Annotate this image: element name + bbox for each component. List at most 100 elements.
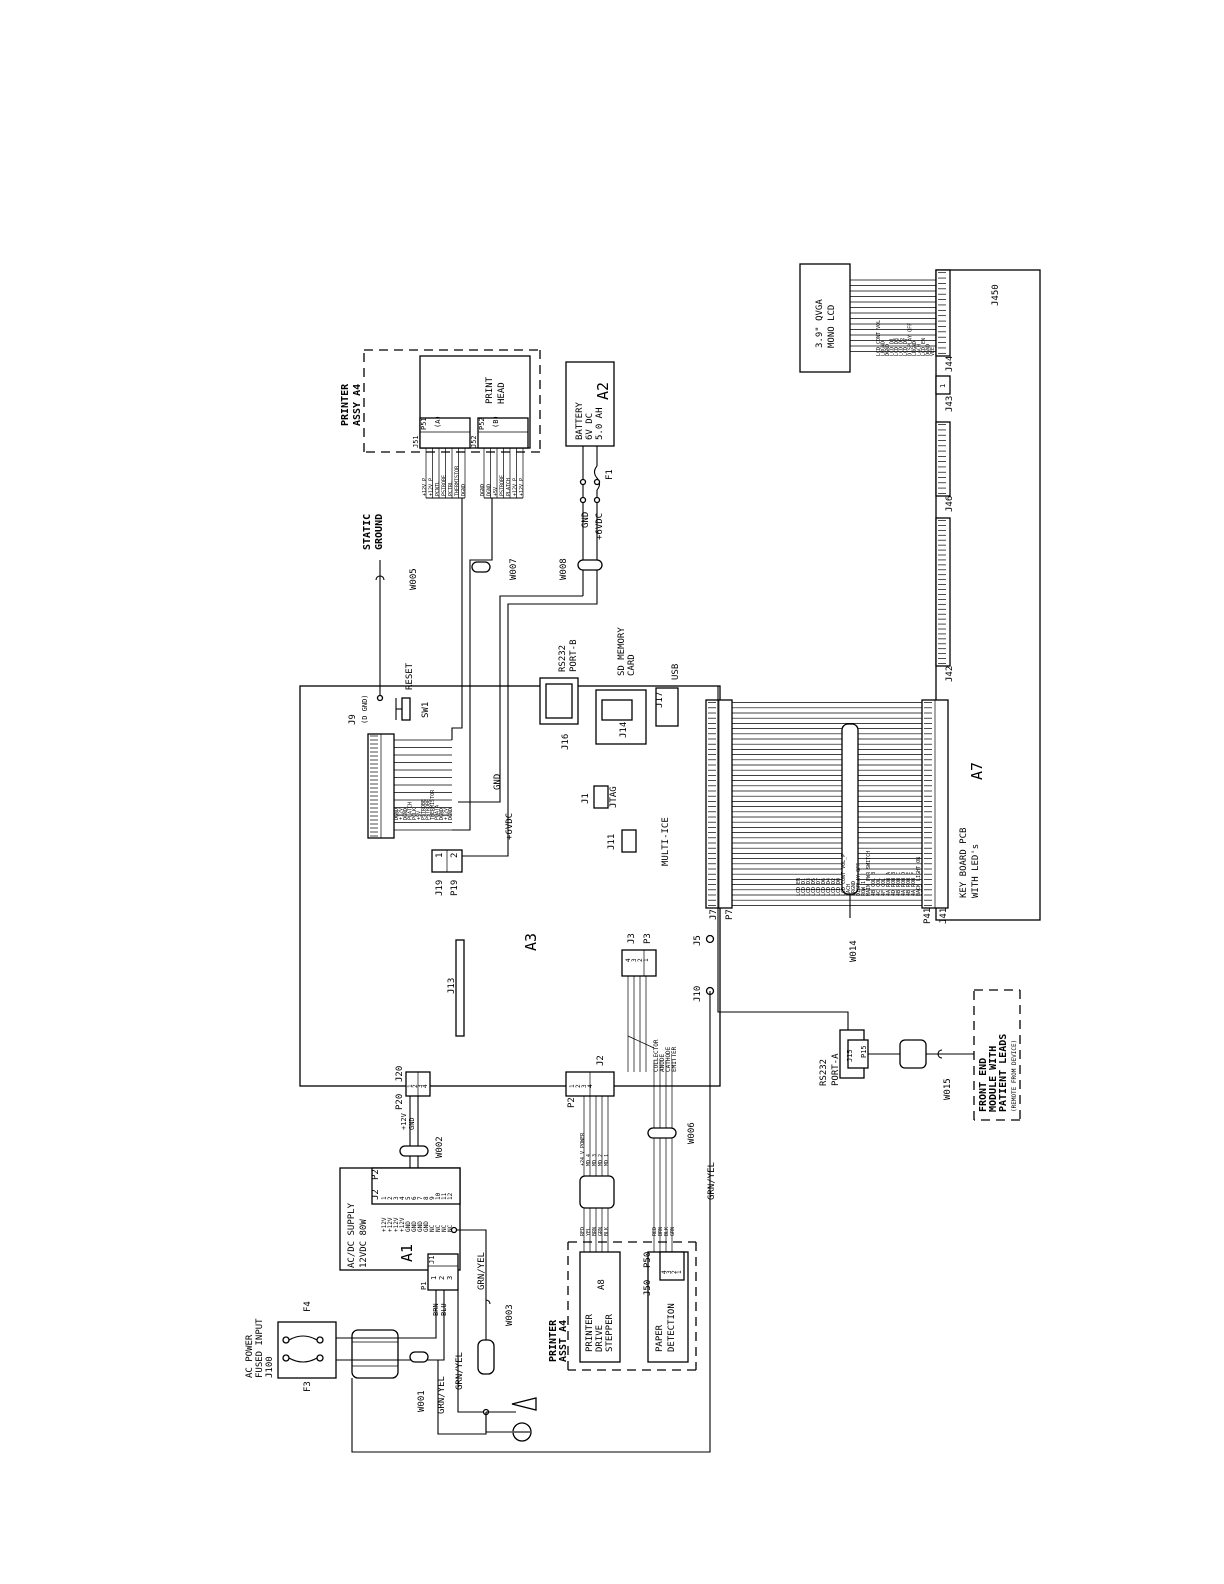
grn-yel-bottom-label: GRN/YEL (707, 1162, 717, 1200)
j9-signal-label: DGND (394, 808, 400, 820)
static-ground-w005: STATIC GROUND W005 W007 (362, 514, 519, 702)
front-end-label-4: (REMOTE FROM DEVICE) (1011, 1040, 1018, 1112)
p15-label: P15 (860, 1045, 868, 1058)
ac-power-label-1: AC POWER (245, 1334, 255, 1378)
a1-subtitle: 12VDC 80W (359, 1219, 369, 1268)
static-ground-label-2: GROUND (374, 514, 385, 550)
printer-assy-bottom-label-1: PRINTER (548, 1319, 559, 1362)
j7-pin-marks (708, 702, 716, 906)
brn-label: BRN (432, 1303, 440, 1316)
w015-label: W015 (943, 1078, 953, 1100)
w003-label: W003 (505, 1304, 515, 1326)
j42-header: J42 (935, 517, 955, 682)
j51-label: J51 (412, 435, 420, 448)
battery-label-2: 6V DC (585, 413, 595, 440)
p3-pin-number: 4 (625, 958, 632, 962)
printer-assy-top-label-1: PRINTER (340, 383, 351, 426)
lcd-signal-label: LCD EN (921, 338, 927, 356)
a1-pin-number: 11 (441, 1192, 448, 1200)
j46-header: J46 (935, 421, 955, 512)
collector-label: COLLECTOR (653, 1039, 660, 1072)
j9-dgnd-label: (D GND) (361, 694, 369, 724)
multi-ice-label: MULTI-ICE (661, 817, 671, 866)
keyboard-signal-label: 4F COL (881, 878, 887, 896)
w005-label: W005 (409, 568, 419, 590)
p50-pin-number: 3 (666, 1270, 673, 1274)
lcd-signal-label: LCD D7 (903, 338, 909, 356)
j9-label: J9 (348, 714, 358, 725)
stepper-signal-label: MD 3 (592, 1154, 598, 1166)
p52-side-label: (B) (492, 415, 500, 428)
keyboard-signal-label: LACH (846, 884, 852, 896)
a1-p1-pin-number: 2 (438, 1276, 446, 1280)
board-a3 (299, 685, 721, 1087)
f1-label: F1 (605, 469, 615, 480)
a1-pin-label: +12V (381, 1217, 388, 1232)
ac-power-label-3: J100 (265, 1356, 275, 1378)
a2-label: A2 (594, 382, 612, 400)
j9-signal-label: PSTROBE (421, 799, 427, 820)
keyboard-signal-label: LCD CONT VOL_P (841, 854, 847, 896)
a1-label: A1 (398, 1244, 416, 1262)
stepper-signal-label: MD 4 (586, 1154, 592, 1166)
stepper-color-label: BLK (604, 1227, 610, 1236)
board-a7 (935, 269, 1041, 921)
lcd-signal-label: DGND (885, 344, 891, 356)
j5-label: J5 (693, 935, 703, 946)
w002-12v-label: +12V (400, 1112, 408, 1130)
battery-label-1: BATTERY (575, 401, 585, 440)
a1-pin-number: 1 (381, 1196, 388, 1200)
w014-label: W014 (849, 940, 859, 962)
j46-label: J46 (945, 496, 955, 512)
anode-label: ANODE (659, 1054, 666, 1072)
a1-pin-label: NC (441, 1224, 448, 1232)
keyboard-signal-label: 4B COL B (871, 872, 877, 896)
ribbon-cable-w014: W014 (732, 702, 922, 962)
a1-pin-number: 9 (429, 1196, 436, 1200)
w002-label: W002 (435, 1136, 445, 1158)
keyboard-signal-label: 4A ROW F (911, 872, 917, 896)
paper-label-2: DETECTION (667, 1303, 677, 1352)
rs232-a-label: RS232 (819, 1059, 829, 1086)
j9-signal-label: +12V (444, 808, 450, 820)
reset-switch: RESET SW1 (395, 662, 431, 721)
printer-a-signal-label: PCNTL (435, 481, 441, 496)
printer-b-signal-label: DGND (487, 484, 493, 496)
ac-power-input: AC POWER FUSED INPUT J100 F3 F4 BRN BLU … (245, 991, 711, 1453)
lcd-signal-label: DISPLAY OFF (908, 323, 914, 356)
keyboard-signal-label: 4B ROW E (906, 872, 912, 896)
stepper-color-label: BRN (592, 1227, 598, 1236)
print-head-label-1: PRINT (485, 376, 495, 404)
j9-signal-label: DGND (439, 808, 445, 820)
keyboard-signal-label: 4D ROW B (891, 872, 897, 896)
j11-multi-ice: J11 MULTI-ICE (607, 817, 671, 866)
j9-signal-label: DGND (403, 808, 409, 820)
print-head-wires (425, 448, 524, 499)
p41-label: P41 (923, 908, 933, 924)
port-a-label: PORT-A (831, 1053, 841, 1086)
a1-pin-label: NC (429, 1224, 436, 1232)
blu-label: BLU (440, 1303, 448, 1316)
battery-label-3: 5.0 AH (595, 407, 605, 440)
p50-label: P50 (643, 1252, 653, 1268)
printer-a-signal-label: DGND (461, 484, 467, 496)
j9-signal-label: PSTROBE (426, 799, 432, 820)
j9-signal-label: PLATCH (408, 802, 414, 820)
a1-pin-label: +12V (387, 1217, 394, 1232)
paper-color-label: RED (652, 1227, 658, 1236)
lcd-signal-label: LCD D3 (894, 338, 900, 356)
j16-rs232-port-b: RS232 PORT-B J16 (539, 639, 579, 750)
battery-gnd-label: GND (581, 512, 591, 528)
j9-signal-label: +12V (399, 808, 405, 820)
wire-bend (627, 1035, 655, 1049)
lcd-signal-label: LCD D5 (899, 338, 905, 356)
lcd-signal-label: DGND (926, 344, 932, 356)
p7-label: P7 (725, 909, 735, 920)
a1-pin-label: GND (423, 1221, 430, 1232)
jtag-j1: J1 JTAG (581, 785, 619, 809)
keyboard-signal-label: 4B ROW C (896, 872, 902, 896)
